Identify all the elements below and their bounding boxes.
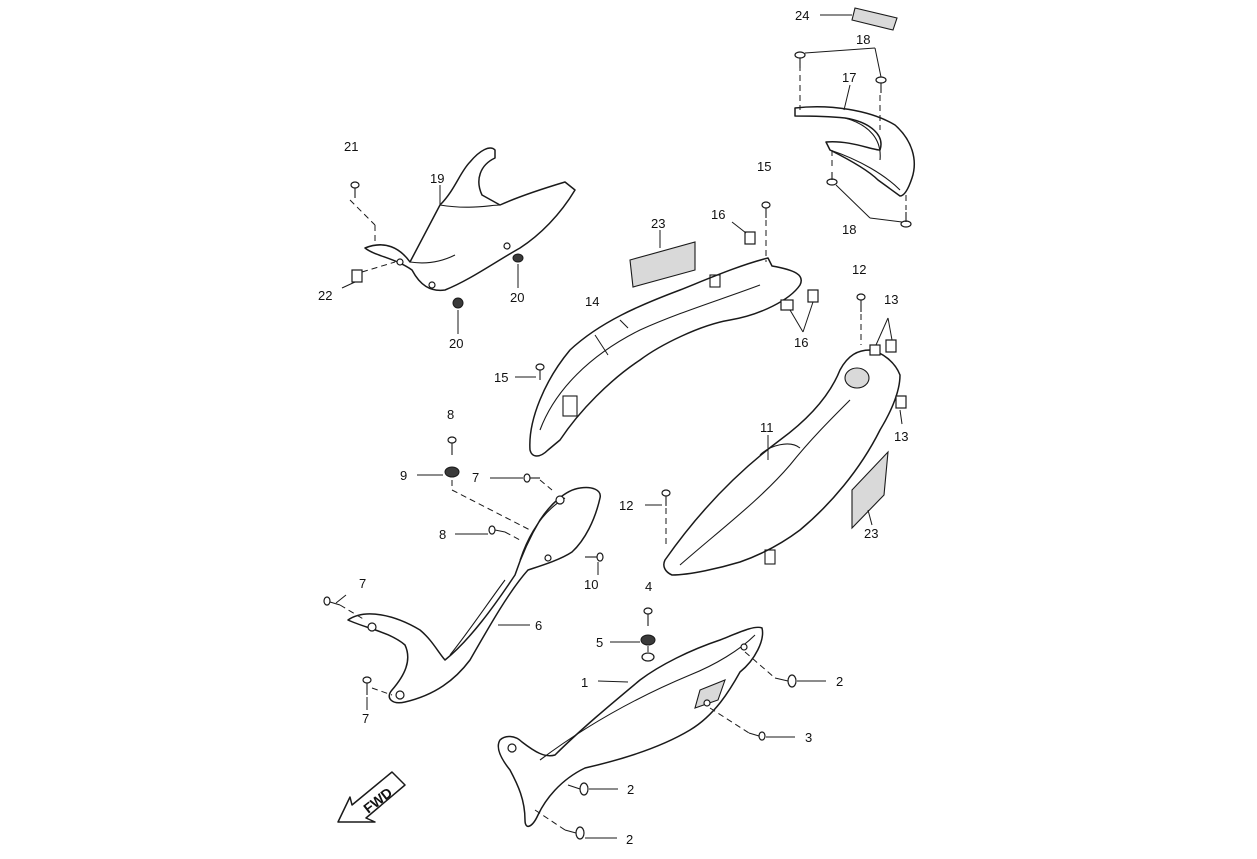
label-2-right: 2 (836, 674, 843, 689)
label-18-bottom: 18 (842, 222, 856, 237)
part-23-sticker-upper (629, 230, 696, 288)
label-1: 1 (581, 675, 588, 690)
part-17-rear-cover (794, 65, 916, 197)
screw-21 (349, 181, 376, 245)
screw-18-group (794, 47, 912, 228)
label-8-mid: 8 (439, 527, 446, 542)
label-18-top: 18 (856, 32, 870, 47)
label-6: 6 (535, 618, 542, 633)
label-20-left: 20 (449, 336, 463, 351)
nut-22 (341, 261, 396, 289)
part-11-fasteners (645, 293, 907, 545)
label-24: 24 (795, 8, 809, 23)
grommet-20-group (452, 253, 524, 334)
label-22: 22 (318, 288, 332, 303)
label-14: 14 (585, 294, 599, 309)
label-17: 17 (842, 70, 856, 85)
label-11: 11 (760, 420, 774, 435)
part-11-side-cover (663, 349, 901, 576)
label-23-top: 23 (651, 216, 665, 231)
label-23-bottom: 23 (864, 526, 878, 541)
part-23-sticker-lower (851, 450, 889, 530)
label-12-right: 12 (852, 262, 866, 277)
label-3: 3 (805, 730, 812, 745)
clip-16-group (731, 221, 819, 333)
label-12-left: 12 (619, 498, 633, 513)
label-20-right: 20 (510, 290, 524, 305)
part-6-leg-shield (347, 486, 601, 704)
part-1-lower-cover (497, 626, 764, 827)
label-15-bottom: 15 (494, 370, 508, 385)
label-19: 19 (430, 171, 444, 186)
label-2-bottom: 2 (626, 832, 633, 847)
part-19-center-cover (364, 147, 576, 292)
label-7-left: 7 (359, 576, 366, 591)
label-16-top: 16 (711, 207, 725, 222)
fwd-arrow-icon: FWD (337, 771, 406, 823)
screw-15-lower (515, 363, 545, 380)
label-13-bottom: 13 (894, 429, 908, 444)
label-21: 21 (344, 139, 358, 154)
label-9: 9 (400, 468, 407, 483)
label-4: 4 (645, 579, 652, 594)
screw-15-upper (761, 201, 771, 262)
label-5: 5 (596, 635, 603, 650)
label-10: 10 (584, 577, 598, 592)
label-16-bottom: 16 (794, 335, 808, 350)
part-14-side-rail (529, 257, 802, 457)
label-7-top: 7 (472, 470, 479, 485)
label-7-bottom: 7 (362, 711, 369, 726)
part-1-fasteners (534, 607, 826, 840)
part-6-fasteners (323, 436, 604, 710)
label-15-top: 15 (757, 159, 771, 174)
callout-labels: 24 18 17 18 21 19 22 20 20 15 16 23 12 1… (318, 8, 908, 847)
part-24-emblem (820, 7, 898, 31)
label-2-mid: 2 (627, 782, 634, 797)
label-8-top: 8 (447, 407, 454, 422)
label-13-top: 13 (884, 292, 898, 307)
